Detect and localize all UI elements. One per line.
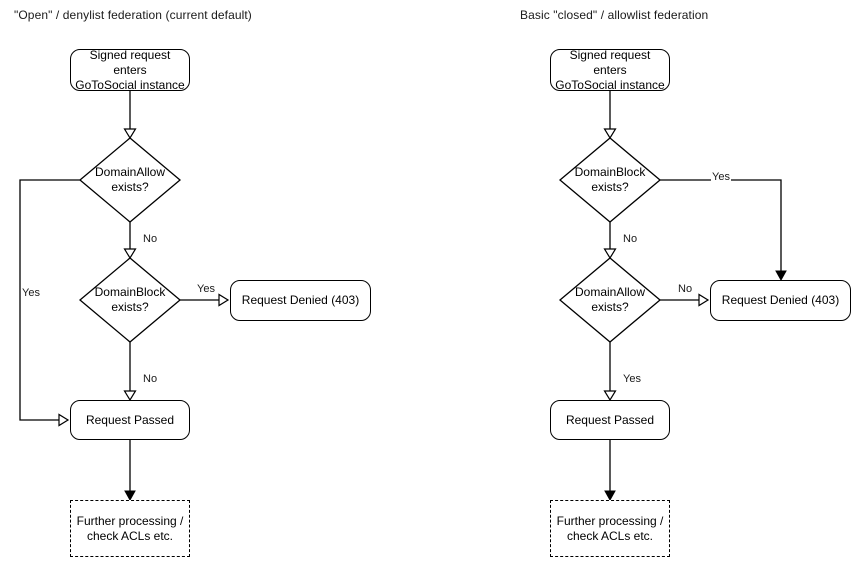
shape-diamond-domainblock-left — [78, 257, 182, 343]
node-further-processing-right: Further processing / check ACLs etc. — [550, 500, 670, 557]
edge-domainblock-yes-right — [660, 179, 787, 282]
edge-label-domainblock-yes-right: Yes — [711, 171, 731, 184]
node-request-passed-right: Request Passed — [550, 400, 670, 440]
edge-label-domainblock-no-left: No — [142, 373, 159, 386]
edge-label-domainallow-no-right: No — [677, 283, 694, 296]
node-further-processing-left: Further processing / check ACLs etc. — [70, 500, 190, 557]
edge-domainblock-yes-left — [180, 293, 230, 307]
edge-label-domainblock-no-right: No — [622, 233, 639, 246]
node-request-denied-right-label: Request Denied (403) — [721, 293, 840, 307]
node-further-processing-left-label: Further processing / check ACLs etc. — [76, 513, 184, 543]
node-request-denied-right: Request Denied (403) — [710, 280, 851, 321]
node-request-passed-left-label: Request Passed — [85, 412, 175, 427]
node-request-denied-left-label: Request Denied (403) — [241, 293, 360, 307]
node-request-passed-right-label: Request Passed — [565, 412, 655, 427]
node-start-right-label: Signed request enters GoToSocial instanc… — [555, 47, 665, 92]
node-start-right: Signed request enters GoToSocial instanc… — [550, 47, 670, 92]
edge-label-domainallow-yes-right: Yes — [622, 373, 642, 386]
node-further-processing-right-label: Further processing / check ACLs etc. — [556, 513, 664, 543]
edge-label-domainblock-yes-left: Yes — [196, 283, 216, 296]
node-request-denied-left: Request Denied (403) — [230, 280, 371, 321]
node-request-passed-left: Request Passed — [70, 400, 190, 440]
shape-diamond-domainblock-right — [558, 137, 662, 223]
node-start-left: Signed request enters GoToSocial instanc… — [70, 47, 190, 92]
edge-label-domainallow-yes-left: Yes — [21, 287, 41, 300]
edge-domainblock-no-left — [123, 342, 137, 402]
edge-domainallow-yes-right — [603, 342, 617, 402]
edge-passed-to-further-left — [124, 440, 136, 502]
diagram-title-open-denylist: "Open" / denylist federation (current de… — [14, 8, 252, 22]
edge-domainallow-no-left — [123, 222, 137, 260]
edge-domainallow-yes-left — [19, 179, 80, 427]
edge-start-to-domainblock-right — [603, 91, 617, 140]
shape-diamond-domainallow-right — [558, 257, 662, 343]
edge-domainallow-no-right — [660, 293, 710, 307]
edge-passed-to-further-right — [604, 440, 616, 502]
edge-start-to-domainallow-left — [123, 91, 137, 140]
edge-label-domainallow-no-left: No — [142, 233, 159, 246]
edge-domainblock-no-right — [603, 222, 617, 260]
diagram-title-closed-allowlist: Basic "closed" / allowlist federation — [520, 8, 709, 22]
node-start-left-label: Signed request enters GoToSocial instanc… — [75, 47, 185, 92]
shape-diamond-domainallow-left — [78, 137, 182, 223]
